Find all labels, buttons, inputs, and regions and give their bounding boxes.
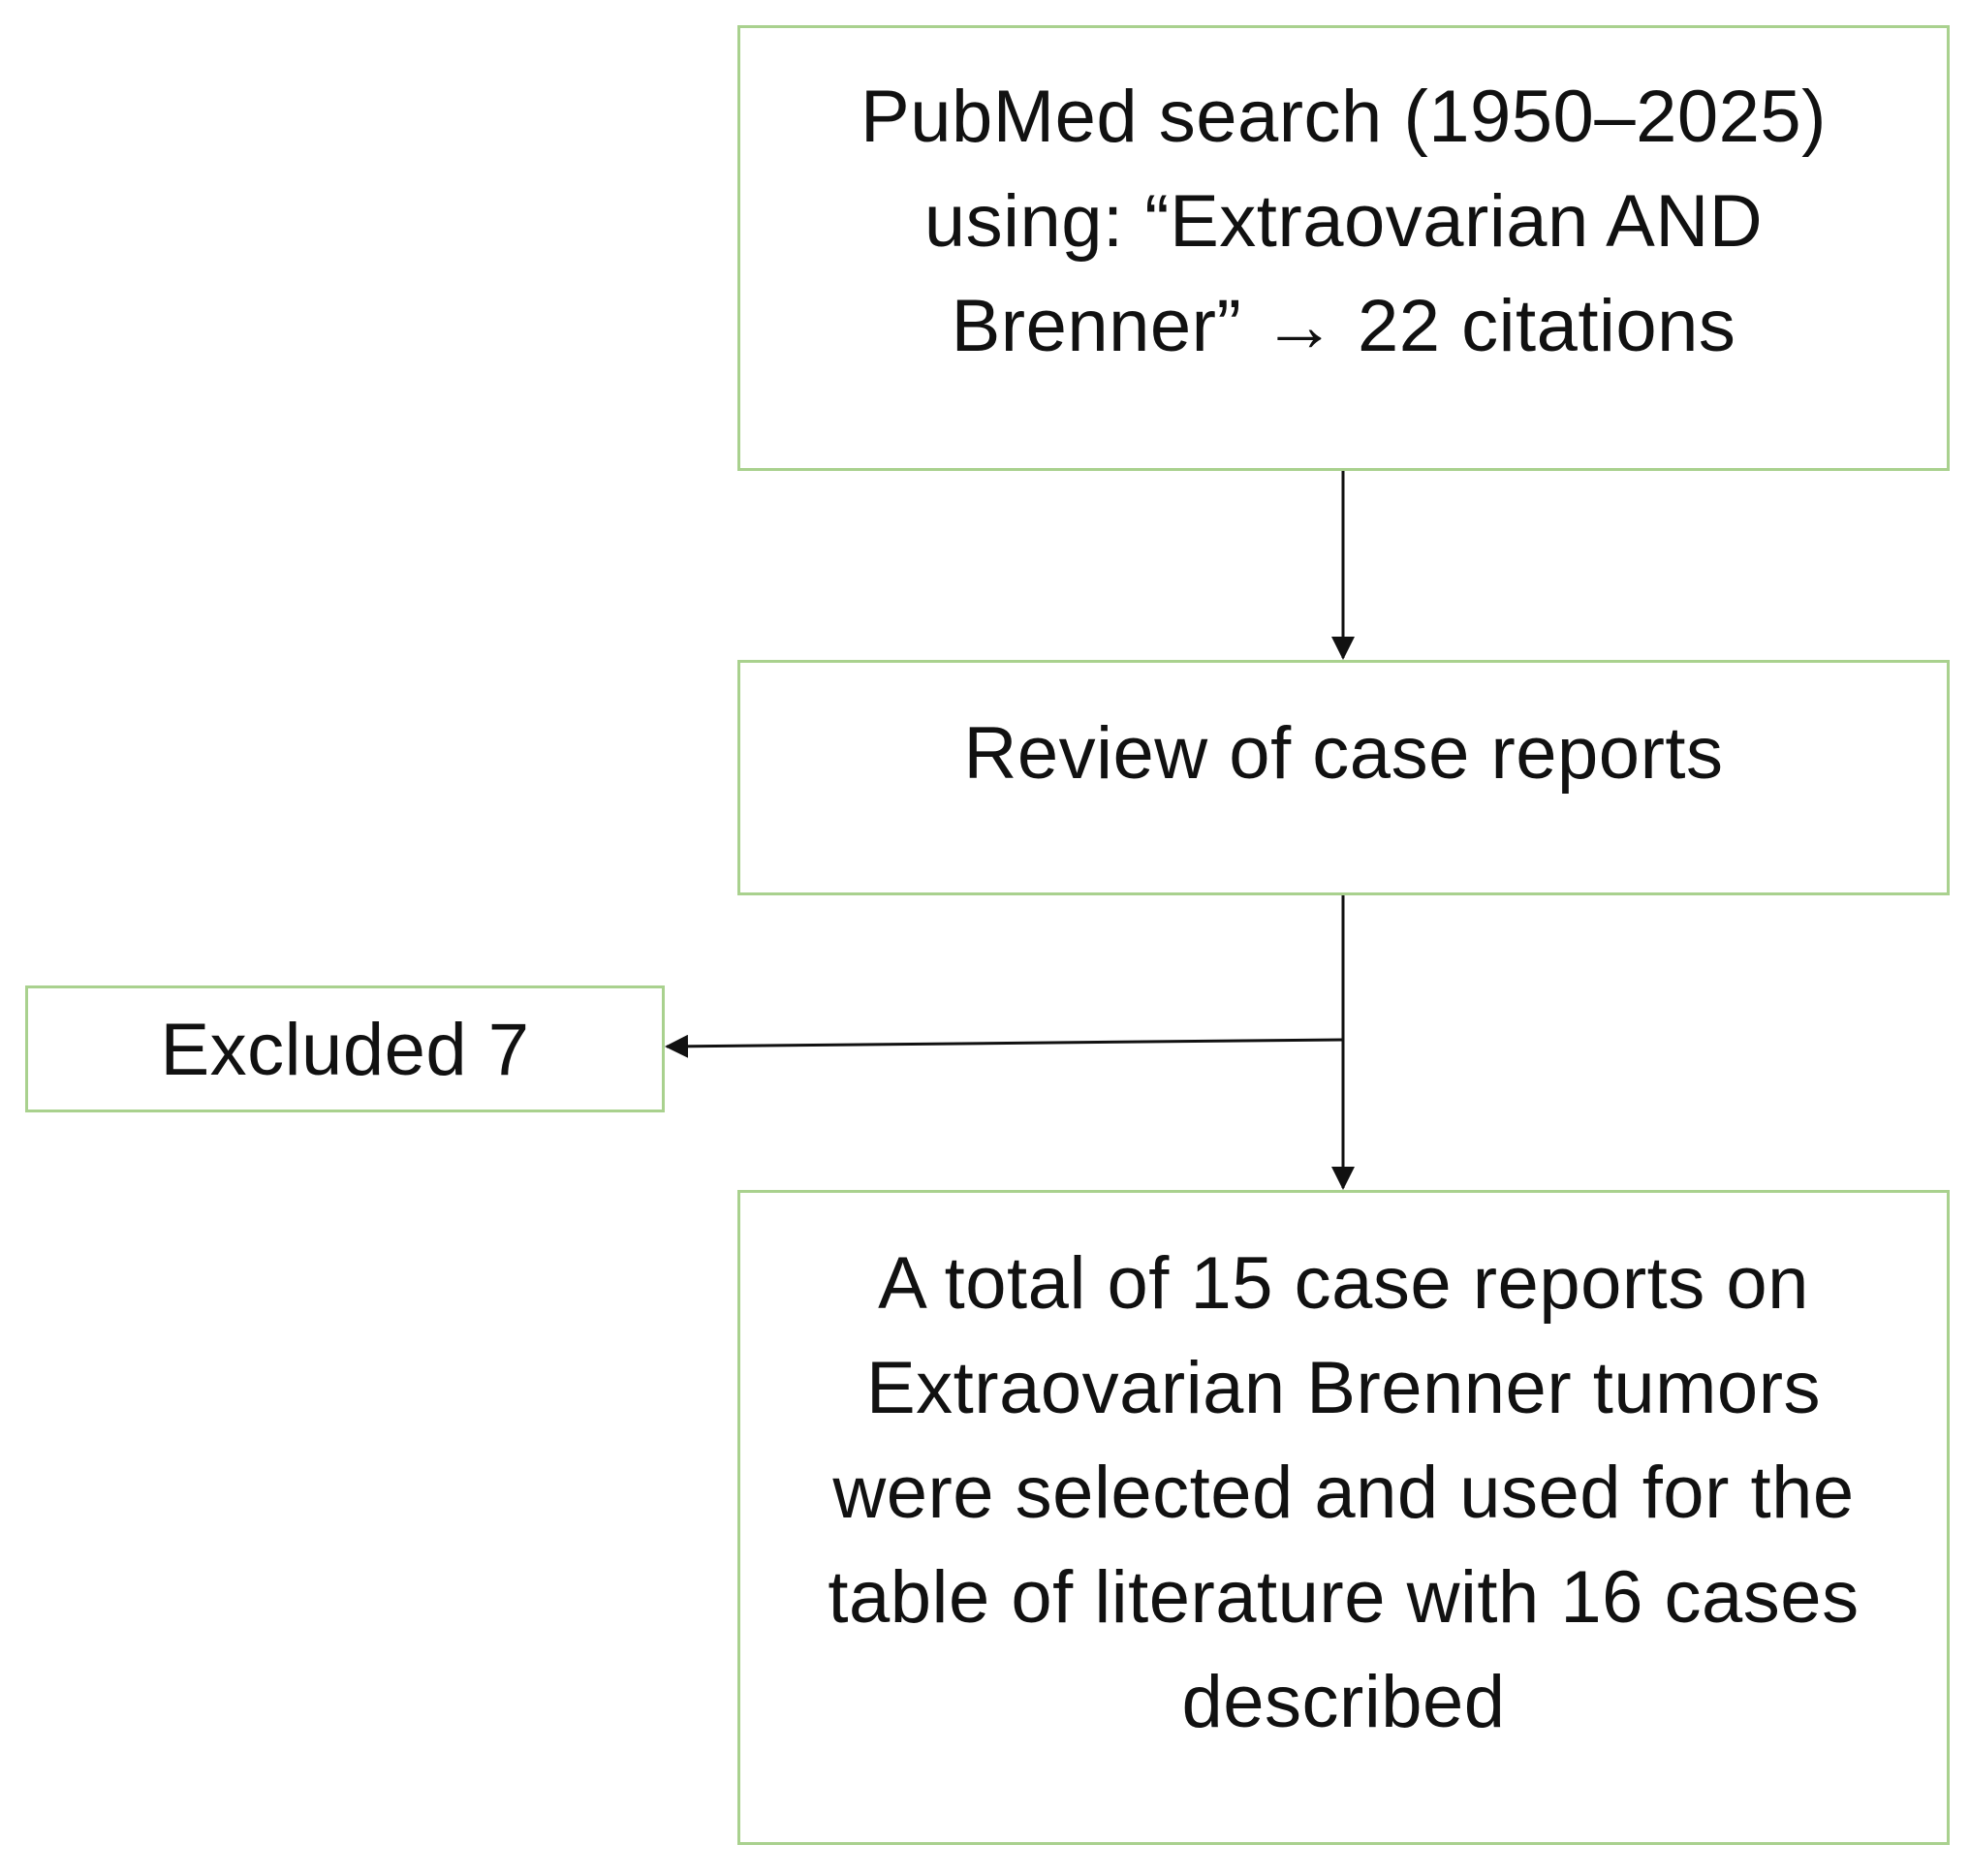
excluded-box-text: Excluded 7 [160,1009,530,1091]
arrow-review-to-excluded [665,1034,1344,1058]
search-box-text: PubMed search (1950–2025) using: “Extrao… [860,76,1827,367]
selected-box-text: A total of 15 case reports on Extraovari… [828,1242,1860,1743]
selected-box: A total of 15 case reports on Extraovari… [737,1190,1950,1845]
search-box: PubMed search (1950–2025) using: “Extrao… [737,25,1950,471]
excluded-box: Excluded 7 [25,985,665,1112]
review-box-text: Review of case reports [963,712,1724,795]
review-box: Review of case reports [737,660,1950,895]
